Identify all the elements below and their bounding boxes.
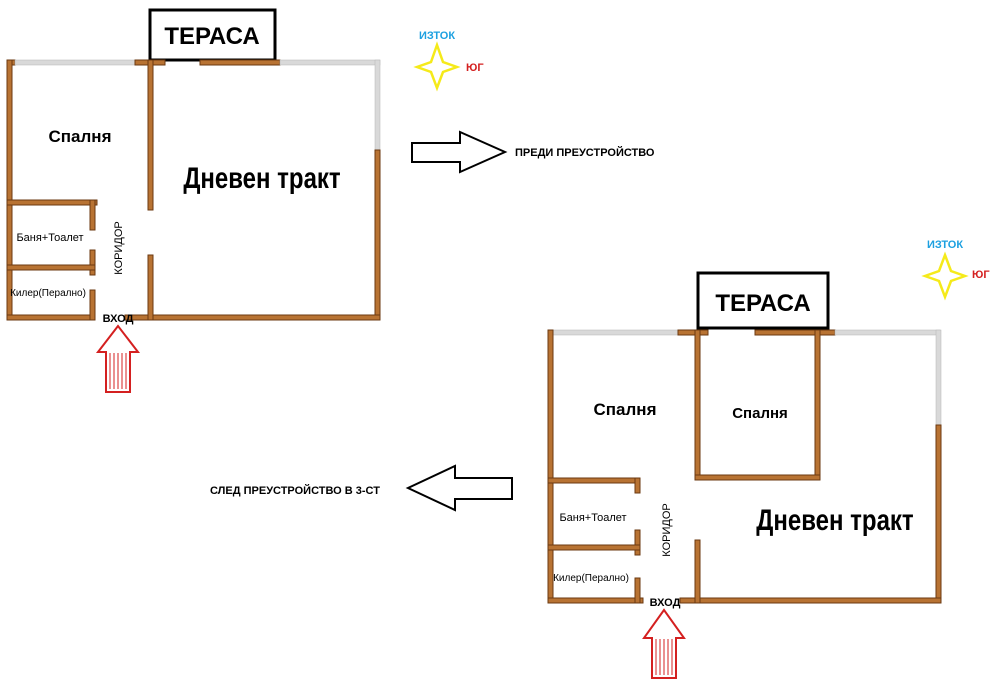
closet-label-before: Килер(Перално) bbox=[10, 288, 86, 299]
bedroom-2-label-after: Спалня bbox=[732, 405, 788, 422]
caption-before: ПРЕДИ ПРЕУСТРОЙСТВО bbox=[515, 146, 655, 159]
compass-star-icon bbox=[921, 251, 969, 301]
left-arrow-icon bbox=[405, 464, 513, 512]
entry-arrow-after bbox=[642, 608, 686, 679]
terrace-label-before: ТЕРАСА bbox=[164, 23, 259, 50]
terrace-label-after: ТЕРАСА bbox=[715, 290, 810, 317]
right-arrow-icon bbox=[411, 130, 508, 174]
living-label-after: Дневен тракт bbox=[756, 502, 913, 536]
compass-after: ИЗТОК ЮГ bbox=[921, 239, 990, 301]
compass-star-icon bbox=[413, 41, 461, 92]
compass-before: ИЗТОК ЮГ bbox=[413, 30, 484, 92]
bedroom-1-label-after: Спалня bbox=[594, 400, 657, 419]
entrance-label-before: ВХОД bbox=[103, 313, 134, 325]
plan-before: ТЕРАСА bbox=[6, 8, 381, 393]
corridor-label-after: КОРИДОР bbox=[661, 503, 673, 556]
east-label-before: ИЗТОК bbox=[419, 30, 455, 42]
caption-after: СЛЕД ПРЕУСТРОЙСТВО В 3-СТ bbox=[210, 484, 380, 497]
east-label-after: ИЗТОК bbox=[927, 239, 963, 251]
corridor-label-before: КОРИДОР bbox=[113, 221, 125, 274]
bedroom-label-before: Спалня bbox=[49, 127, 112, 146]
caption-arrow-after: СЛЕД ПРЕУСТРОЙСТВО В 3-СТ bbox=[210, 464, 513, 512]
living-label-before: Дневен тракт bbox=[183, 160, 340, 194]
bath-label-after: Баня+Тоалет bbox=[559, 512, 626, 524]
closet-label-after: Килер(Перално) bbox=[553, 573, 629, 584]
south-label-after: ЮГ bbox=[972, 269, 990, 281]
caption-arrow-before: ПРЕДИ ПРЕУСТРОЙСТВО bbox=[411, 130, 655, 174]
south-label-before: ЮГ bbox=[466, 62, 484, 74]
plan-after: ТЕРАСА bbox=[547, 271, 942, 679]
walls-after bbox=[547, 329, 942, 604]
walls-before bbox=[6, 59, 381, 321]
entry-arrow-before bbox=[95, 324, 141, 393]
bath-label-before: Баня+Тоалет bbox=[16, 232, 83, 244]
terrace-after bbox=[696, 271, 830, 330]
entrance-label-after: ВХОД bbox=[650, 597, 681, 609]
